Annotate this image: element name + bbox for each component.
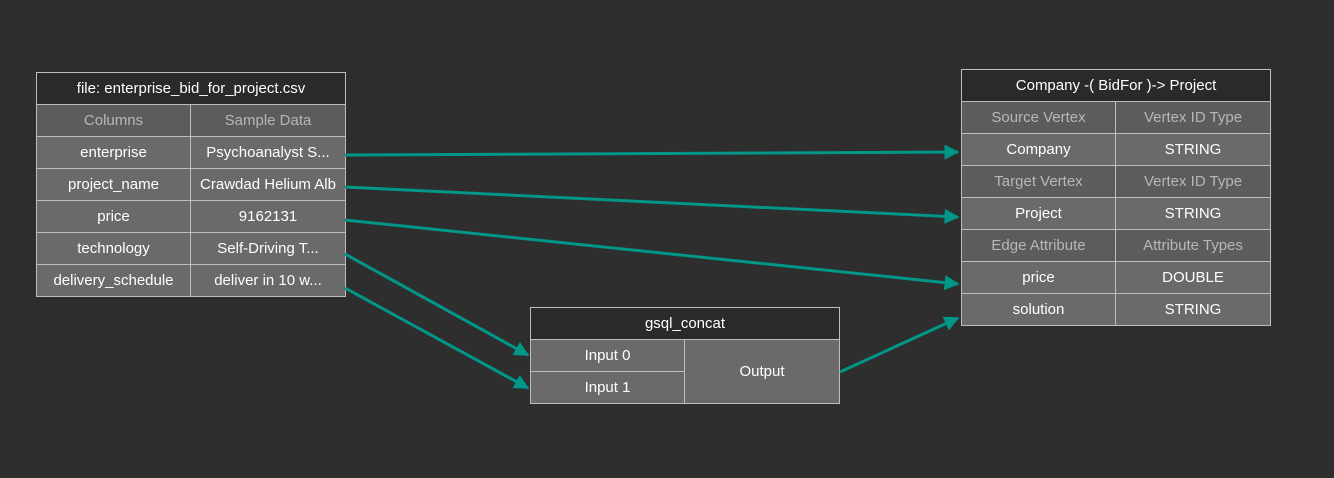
arrow-delivery-schedule-to-input-1 xyxy=(344,286,530,390)
sample-value: Psychoanalyst S... xyxy=(189,136,347,169)
source-vertex-header: Source Vertex xyxy=(961,101,1116,134)
sample-data-header: Sample Data xyxy=(189,104,347,137)
edge-attribute-header: Edge Attribute xyxy=(961,229,1116,262)
target-vertex-row[interactable]: Project STRING xyxy=(961,197,1272,230)
source-row-delivery-schedule[interactable]: delivery_schedule deliver in 10 w... xyxy=(36,264,347,297)
source-row-project-name[interactable]: project_name Crawdad Helium Alb xyxy=(36,168,347,201)
column-name[interactable]: technology xyxy=(36,232,191,265)
function-input-0[interactable]: Input 0 xyxy=(530,339,685,372)
source-row-price[interactable]: price 9162131 xyxy=(36,200,347,233)
function-input-1[interactable]: Input 1 xyxy=(530,371,685,404)
column-name[interactable]: delivery_schedule xyxy=(36,264,191,297)
arrow-enterprise-to-company xyxy=(344,144,960,160)
arrow-price-to-price xyxy=(344,218,960,291)
column-name[interactable]: price xyxy=(36,200,191,233)
attribute-types-header: Attribute Types xyxy=(1114,229,1272,262)
source-vertex-name[interactable]: Company xyxy=(961,133,1116,166)
function-output[interactable]: Output xyxy=(684,339,840,404)
attribute-type: STRING xyxy=(1114,293,1272,326)
edge-title: Company -( BidFor )-> Project xyxy=(960,69,1272,102)
source-row-technology[interactable]: technology Self-Driving T... xyxy=(36,232,347,265)
arrow-output-to-solution xyxy=(839,316,960,374)
arrow-project-name-to-project xyxy=(344,185,960,224)
sample-value: deliver in 10 w... xyxy=(189,264,347,297)
attribute-row-price[interactable]: price DOUBLE xyxy=(961,261,1272,294)
source-file-table: file: enterprise_bid_for_project.csv Col… xyxy=(35,72,347,297)
arrow-technology-to-input-0 xyxy=(344,252,530,357)
source-vertex-type: STRING xyxy=(1114,133,1272,166)
source-row-enterprise[interactable]: enterprise Psychoanalyst S... xyxy=(36,136,347,169)
source-file-title: file: enterprise_bid_for_project.csv xyxy=(35,72,347,105)
attribute-name[interactable]: solution xyxy=(961,293,1116,326)
attribute-row-solution[interactable]: solution STRING xyxy=(961,293,1272,326)
sample-value: Crawdad Helium Alb xyxy=(189,168,347,201)
column-name[interactable]: enterprise xyxy=(36,136,191,169)
sample-value: 9162131 xyxy=(189,200,347,233)
edge-mapping-table: Company -( BidFor )-> Project Source Ver… xyxy=(960,69,1272,326)
sample-value: Self-Driving T... xyxy=(189,232,347,265)
function-title: gsql_concat xyxy=(530,307,840,340)
target-vertex-name[interactable]: Project xyxy=(961,197,1116,230)
source-vertex-row[interactable]: Company STRING xyxy=(961,133,1272,166)
attribute-type: DOUBLE xyxy=(1114,261,1272,294)
attribute-name[interactable]: price xyxy=(961,261,1116,294)
vertex-id-type-header: Vertex ID Type xyxy=(1114,101,1272,134)
target-vertex-header: Target Vertex xyxy=(961,165,1116,198)
vertex-id-type-header: Vertex ID Type xyxy=(1114,165,1272,198)
target-vertex-type: STRING xyxy=(1114,197,1272,230)
columns-header: Columns xyxy=(36,104,191,137)
column-name[interactable]: project_name xyxy=(36,168,191,201)
gsql-concat-function[interactable]: gsql_concat Input 0 Output Input 1 xyxy=(530,307,840,404)
